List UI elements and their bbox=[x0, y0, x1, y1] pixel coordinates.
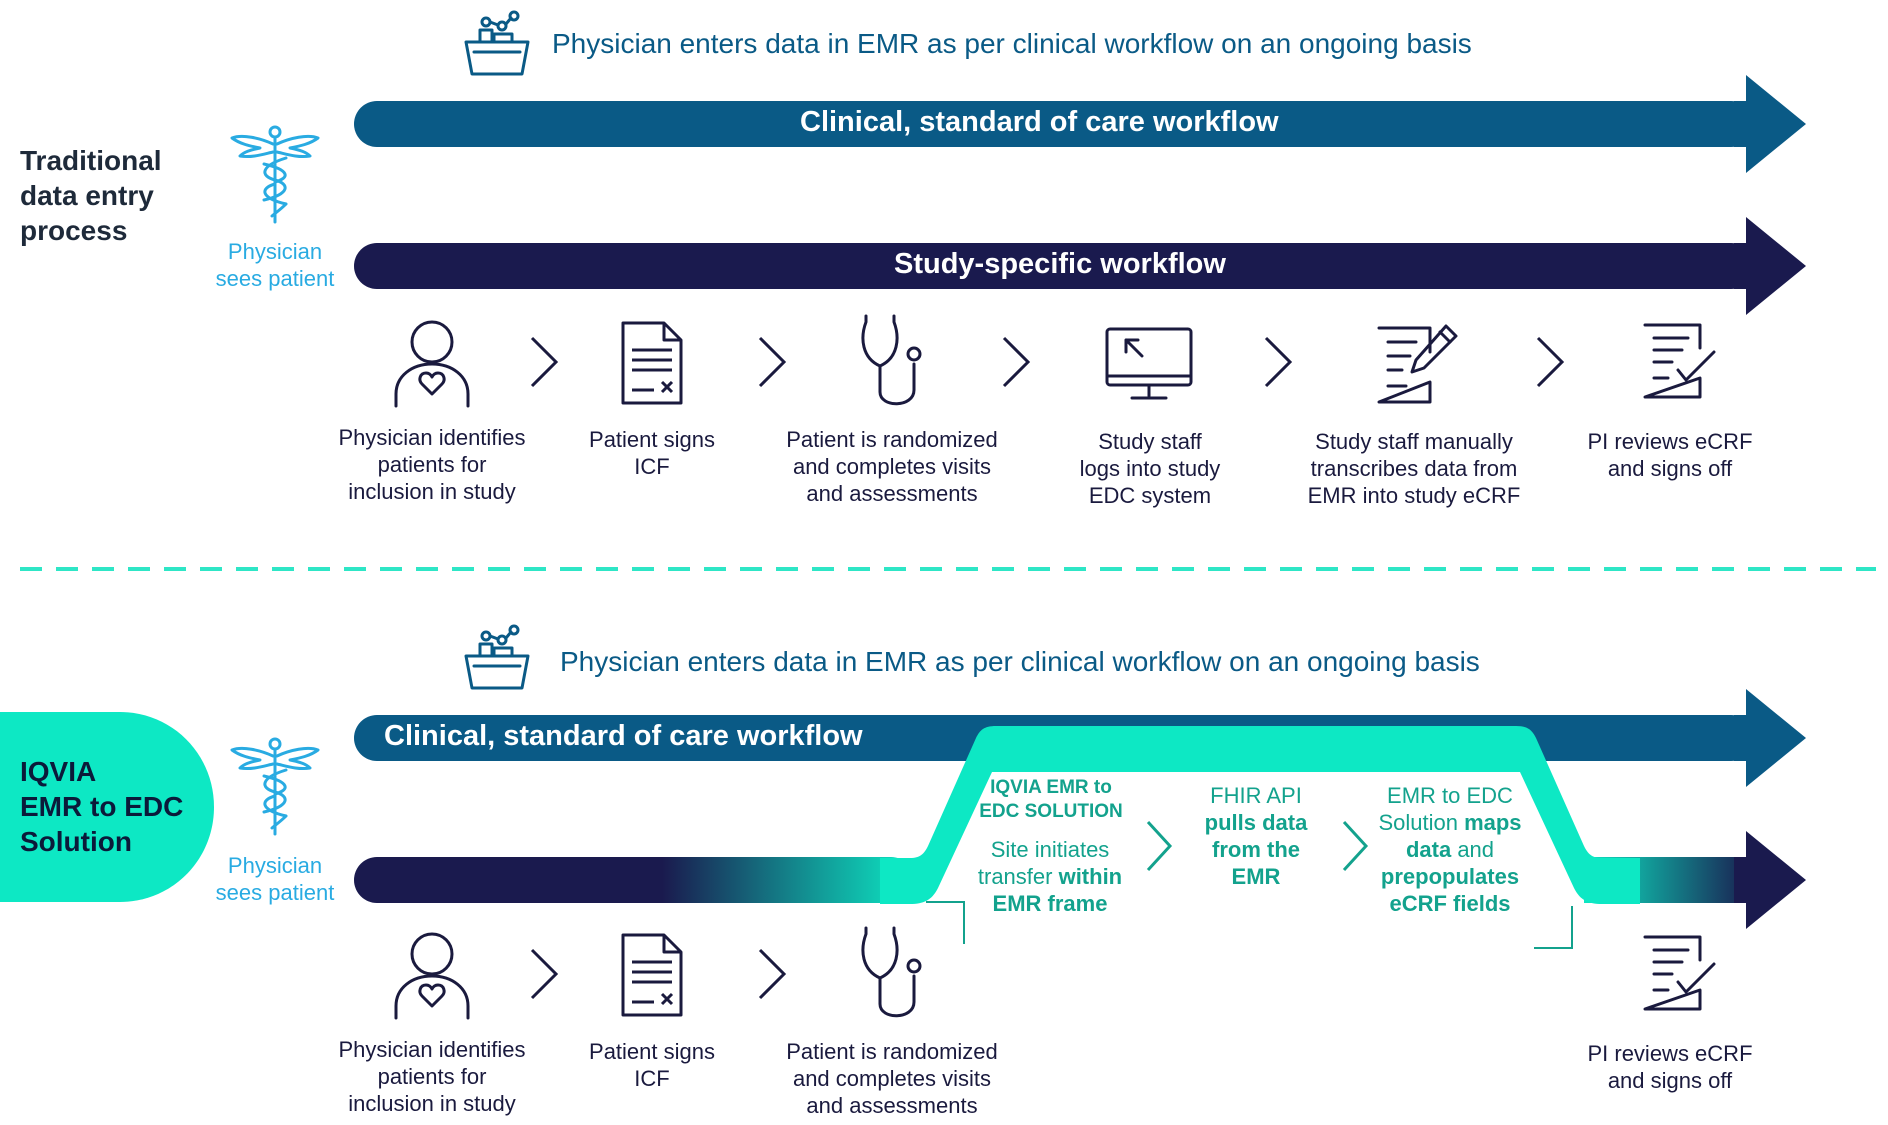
checked-document-icon bbox=[1643, 323, 1716, 399]
clinical-band-top bbox=[354, 75, 1806, 173]
chevron-right-icon bbox=[758, 336, 787, 388]
site-initiates-text: Site initiates transfer within EMR frame bbox=[977, 837, 1123, 916]
caduceus-icon bbox=[230, 737, 320, 836]
person-heart-icon bbox=[394, 932, 470, 1020]
fhir-api-text: FHIR API pulls data from the EMR bbox=[1204, 783, 1308, 889]
bracket-left bbox=[926, 901, 965, 944]
chevron-right-icon bbox=[530, 336, 559, 388]
chevron-right-icon bbox=[1002, 336, 1031, 388]
caduceus-icon bbox=[230, 125, 320, 224]
person-heart-icon bbox=[394, 320, 470, 408]
chevron-right-icon bbox=[758, 948, 787, 1000]
monitor-icon bbox=[1105, 327, 1193, 400]
document-icon bbox=[621, 321, 683, 405]
solution-bridge bbox=[880, 726, 1640, 904]
traditional-section-title: Traditional data entry process bbox=[20, 145, 162, 246]
data-basket-icon bbox=[464, 10, 530, 76]
iqvia-title-badge bbox=[0, 712, 214, 902]
study-band-label: Study-specific workflow bbox=[894, 248, 1226, 280]
stethoscope-icon bbox=[861, 926, 922, 1018]
physician-label-bottom: Physician sees patient bbox=[215, 853, 335, 905]
data-basket-icon bbox=[464, 624, 530, 690]
edit-document-icon bbox=[1377, 324, 1458, 404]
stethoscope-icon bbox=[861, 314, 922, 406]
bracket-right bbox=[1534, 906, 1573, 949]
maps-data-text: EMR to EDC Solution maps data and prepop… bbox=[1378, 783, 1522, 916]
section-divider bbox=[20, 567, 1876, 571]
emr-note-top: Physician enters data in EMR as per clin… bbox=[552, 28, 1472, 59]
clinical-band-label-top: Clinical, standard of care workflow bbox=[800, 106, 1279, 138]
chevron-right-icon bbox=[1146, 820, 1173, 872]
emr-note-bottom: Physician enters data in EMR as per clin… bbox=[560, 646, 1480, 677]
document-icon bbox=[621, 933, 683, 1017]
chevron-right-icon bbox=[1342, 820, 1369, 872]
chevron-right-icon bbox=[1264, 336, 1293, 388]
chevron-right-icon bbox=[530, 948, 559, 1000]
physician-label-top: Physician sees patient bbox=[215, 239, 335, 291]
clinical-band-label-bottom: Clinical, standard of care workflow bbox=[384, 720, 863, 752]
study-band bbox=[354, 217, 1806, 315]
checked-document-icon bbox=[1643, 935, 1716, 1011]
chevron-right-icon bbox=[1536, 336, 1565, 388]
